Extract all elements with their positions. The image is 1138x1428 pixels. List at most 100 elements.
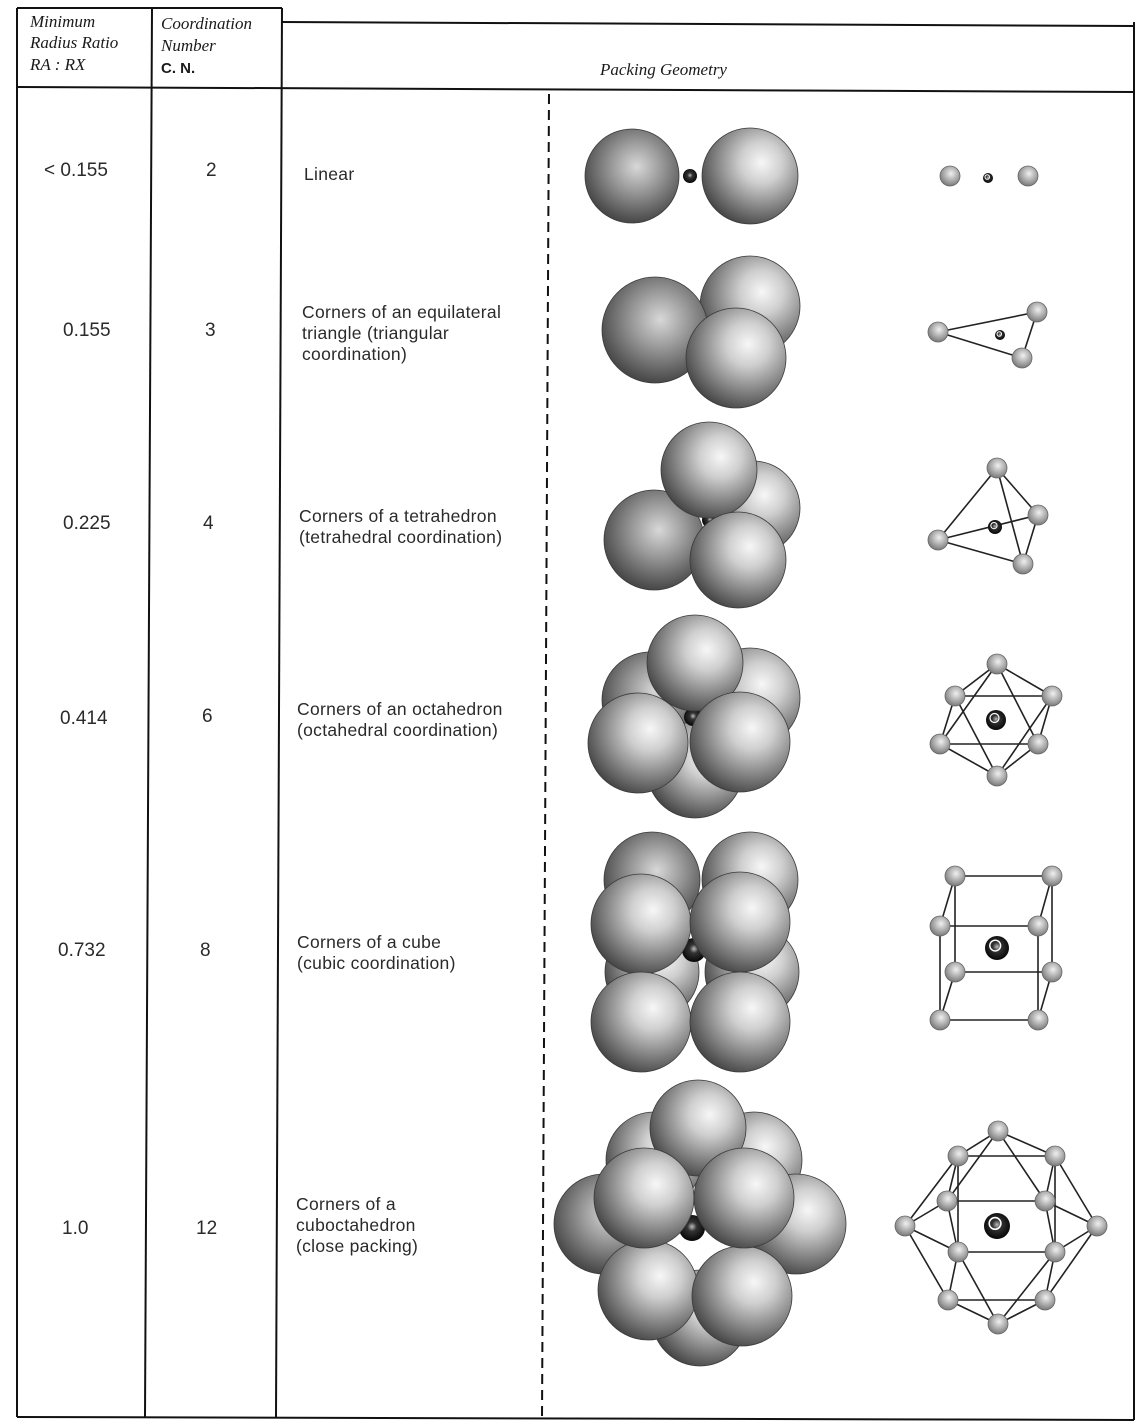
anion-ball [939,165,961,187]
anion-sphere [660,421,758,519]
header-minimum: Minimum [30,12,96,31]
anion-ball [936,1190,958,1212]
cn-cell: 6 [202,706,213,727]
cation-highlight [988,1216,1002,1231]
coordination-polyhedra [894,165,1108,1335]
anion-sphere [689,691,791,793]
anion-ball [986,653,1008,675]
anion-sphere [649,1079,747,1177]
anion-sphere [693,1147,795,1249]
anion-sphere [584,128,680,224]
anion-ball [929,915,951,937]
polyhedron-edge [997,1130,1046,1202]
anion-ball [1034,1289,1056,1311]
anion-sphere [689,511,787,609]
polyhedron-edge [996,663,1053,697]
anion-ball [1041,961,1063,983]
anion-sphere [587,692,689,794]
header-cn: C. N. [161,60,196,77]
anion-ball [1027,504,1049,526]
cation-ball [984,1213,1010,1239]
anion-ball [947,1241,969,1263]
anion-sphere [593,1147,695,1249]
anion-ball [1027,915,1049,937]
ratio-cell: < 0.155 [44,160,108,181]
cation-highlight [990,521,998,530]
anion-ball [1044,1241,1066,1263]
header-packing-geometry: Packing Geometry [600,60,727,79]
ratio-cell: 0.414 [60,708,108,729]
table-border-bottom [16,1416,1135,1421]
polyhedron-edge [1044,1225,1098,1301]
anion-ball [947,1145,969,1167]
polyhedron-edge [954,695,998,777]
description-cell: Linear [304,164,355,184]
anion-ball [1027,733,1049,755]
anion-ball [1012,553,1034,575]
polyhedron-edge [937,467,998,541]
polyhedron-edge [1054,1155,1098,1227]
polyhedron-edge [904,1155,959,1227]
anion-ball [1086,1215,1108,1237]
anion-ball [1027,1009,1049,1031]
anion-ball [1034,1190,1056,1212]
anion-ball [1011,347,1033,369]
polyhedron-edge [997,1251,1056,1325]
anion-sphere [689,871,791,973]
ratio-cell: 1.0 [62,1218,89,1239]
ratio-cell: 0.732 [58,940,106,961]
anion-ball [1044,1145,1066,1167]
anion-sphere [597,1239,699,1341]
anion-ball [929,1009,951,1031]
cation-highlight [996,331,1002,337]
cn-cell: 3 [205,320,216,341]
polyhedron-edge [937,539,1024,565]
ratio-cell: 0.225 [63,513,111,534]
anion-ball [944,685,966,707]
anion-ball [1017,165,1039,187]
packing-spheres [553,127,847,1367]
anion-sphere [689,971,791,1073]
cation-ball [988,520,1002,534]
polyhedron-edge [937,514,1039,541]
anion-ball [1026,301,1048,323]
cation-ball [985,936,1009,960]
description-cell: Corners of a tetrahedron (tetrahedral co… [299,506,503,547]
cn-cell: 12 [196,1218,218,1239]
anion-ball [944,865,966,887]
polyhedron-edge [904,1225,949,1301]
polyhedron-edge [937,331,1023,359]
polyhedron-edge [946,1130,999,1202]
column-divider [144,7,153,1418]
cation-ball [986,710,1006,730]
polyhedron-edge [996,695,1053,777]
polyhedron-edge [957,1251,999,1325]
table-border-top-right [281,21,1135,27]
description-cell: Corners of a cuboctahedron (close packin… [296,1194,419,1256]
column-divider [275,7,283,1418]
cn-cell: 4 [203,513,214,534]
anion-ball [937,1289,959,1311]
cation-sphere [683,169,697,183]
anion-ball [927,529,949,551]
anion-ball [986,457,1008,479]
header-number: Number [161,36,216,55]
polyhedron-edge [939,743,998,777]
anion-ball [1041,865,1063,887]
polyhedron-edge [937,311,1038,333]
header-coordination: Coordination [161,14,252,33]
header-ratio-symbol: RA : RX [30,55,86,74]
anion-ball [987,1120,1009,1142]
polyhedron-edge [939,663,998,745]
anion-ball [987,1313,1009,1335]
description-cell: Corners of an equilateral triangle (tria… [302,302,502,364]
table-grid [16,7,1135,1421]
anion-sphere [691,1245,793,1347]
anion-sphere [646,614,744,712]
anion-sphere [685,307,787,409]
description-cell: Corners of a cube (cubic coordination) [297,932,456,973]
anion-ball [929,733,951,755]
cn-cell: 2 [206,160,217,181]
